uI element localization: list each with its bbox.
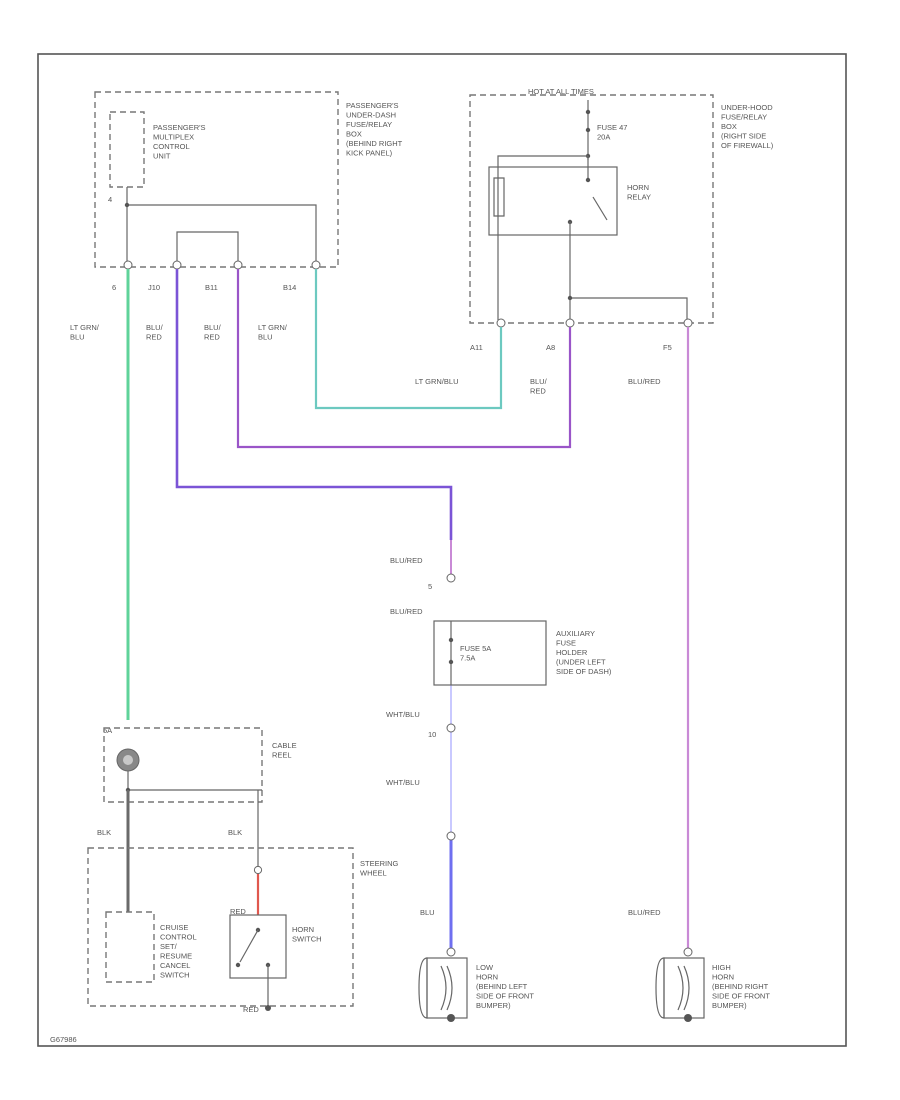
- terminal-b11: [233, 260, 243, 270]
- wire-label-blu-red-6: BLU/RED: [390, 607, 423, 616]
- wire-label-red: RED: [230, 907, 246, 916]
- aux-fuse-out-terminal: [446, 723, 456, 733]
- splice-dot: [124, 202, 130, 208]
- relay-output-branch: [570, 297, 688, 320]
- diagram-code: G67986: [50, 1035, 77, 1044]
- relay-switch-arm: [592, 196, 608, 221]
- wire-label-blu-red-4: BLU/RED: [628, 377, 661, 386]
- pin-a8-label: A8: [546, 343, 555, 352]
- horn-relay-outline: [488, 166, 618, 236]
- wire-blu-red-j10: [175, 269, 453, 540]
- wire-label-wht-blu-2: WHT/BLU: [386, 778, 420, 787]
- pin-aux-in-label: 5: [428, 582, 432, 591]
- wire-blu-red-b11: [236, 269, 572, 449]
- fuse-47-dot-top: [585, 109, 591, 115]
- pin-reel-label: 5A: [103, 726, 112, 735]
- pin-j10-label: J10: [148, 283, 160, 292]
- cable-reel-coil-inner: [123, 755, 133, 765]
- wire-label-wht-blu-1: WHT/BLU: [386, 710, 420, 719]
- relay-coil-feed: [497, 155, 588, 240]
- passenger-fuse-box-outline: [94, 91, 339, 268]
- aux-fuse-in-terminal: [446, 573, 456, 583]
- aux-fuse-holder-box: [433, 620, 547, 686]
- wire-label-blu-red-1: BLU/RED: [146, 323, 164, 342]
- terminal-a8: [565, 318, 575, 328]
- horn-switch-ground-dot: [265, 1005, 271, 1011]
- diagram-border: [37, 53, 847, 1047]
- terminal-6: [123, 260, 133, 270]
- wire-label-blu: BLU: [420, 908, 435, 917]
- horn-switch-left-dot: [235, 962, 241, 968]
- wire-label-blu-red-5: BLU/RED: [390, 556, 423, 565]
- aux-fuse-dot-top: [448, 637, 454, 643]
- under-hood-box-outline: [469, 94, 714, 324]
- pin-6-label: 6: [112, 283, 116, 292]
- wire-label-blu-red-2: BLU/RED: [204, 323, 222, 342]
- low-horn-connector: [446, 831, 456, 841]
- horn-switch-arm: [239, 929, 259, 963]
- relay-output-splice: [567, 295, 573, 301]
- jumper-j10-b11: [176, 231, 239, 262]
- pmcu-pin-label: 4: [108, 195, 112, 204]
- pin-b14-label: B14: [283, 283, 296, 292]
- horn-switch-connector: [253, 865, 263, 875]
- wire-label-blu-red-7: BLU/RED: [628, 908, 661, 917]
- relay-coil-symbol: [493, 177, 505, 217]
- horn-switch-box: [229, 914, 287, 979]
- steering-wheel-outline: [87, 847, 354, 1007]
- reel-internal-trace: [127, 771, 262, 791]
- pin-f5-label: F5: [663, 343, 672, 352]
- hot-at-all-times-label: HOT AT ALL TIMES: [528, 87, 594, 96]
- wire-label-ltgrn-blu-2: LT GRN/BLU: [258, 323, 288, 342]
- relay-contact-dot: [585, 177, 591, 183]
- pmcu-outline: [109, 111, 145, 188]
- wire-lt-grn-blu-right: [314, 269, 503, 410]
- pmcu-internal-trace: [126, 187, 317, 262]
- wire-label-blu-red-3: BLU/RED: [530, 377, 548, 396]
- aux-fuse-dot-bottom: [448, 659, 454, 665]
- fuse-47-dot-mid: [585, 127, 591, 133]
- high-horn-symbol: [655, 947, 705, 1022]
- low-horn-symbol: [418, 947, 468, 1022]
- pin-aux-out-label: 10: [428, 730, 436, 739]
- wire-label-ltgrn-blu-1: LT GRN/BLU: [70, 323, 100, 342]
- pin-a11-label: A11: [470, 343, 483, 352]
- terminal-a11: [496, 318, 506, 328]
- cable-reel-outline: [103, 727, 263, 803]
- wire-label-blk-2: BLK: [228, 828, 242, 837]
- wire-label-blk-1: BLK: [97, 828, 111, 837]
- pin-red-label: RED: [243, 1005, 259, 1014]
- pin-b11-label: B11: [205, 283, 218, 292]
- terminal-f5: [683, 318, 693, 328]
- wire-label-ltgrn-blu-3: LT GRN/BLU: [415, 377, 458, 386]
- terminal-j10: [172, 260, 182, 270]
- terminal-b14: [311, 260, 321, 270]
- cruise-switch-outline: [105, 911, 155, 983]
